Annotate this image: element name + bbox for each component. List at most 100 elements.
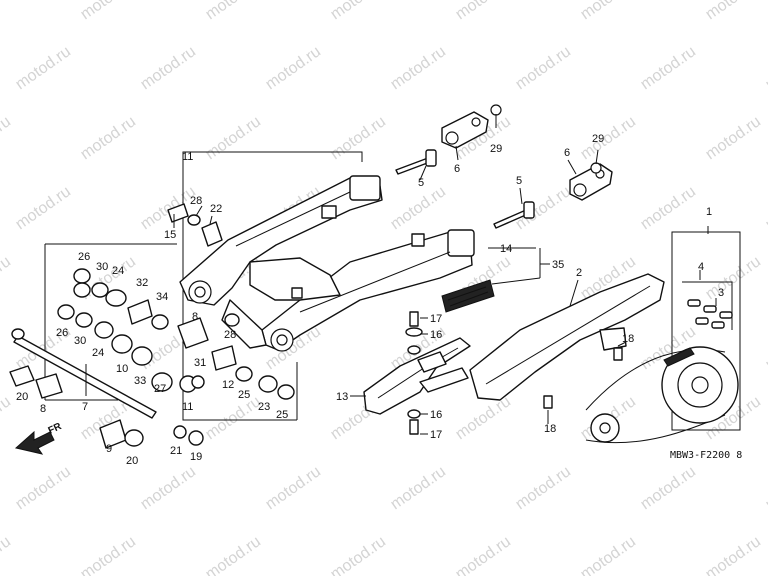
watermark-text: motod.ru — [0, 113, 14, 163]
watermark-text: motod.ru — [763, 43, 768, 93]
callout-18b: 18 — [544, 423, 556, 435]
callout-26b: 26 — [56, 327, 68, 339]
callout-numbers: 1 2 3 4 5 5 6 6 7 8 8 9 10 11 11 12 13 1… — [16, 133, 724, 467]
callout-35: 35 — [552, 259, 564, 271]
watermark-text: motod.ru — [578, 0, 639, 23]
watermark-text: motod.ru — [763, 463, 768, 513]
callout-32: 32 — [136, 277, 148, 289]
callout-30a: 30 — [96, 261, 108, 273]
callout-29a: 29 — [490, 143, 502, 155]
watermark-text: motod.ru — [703, 253, 764, 303]
bolts-and-nuts — [405, 311, 623, 435]
callout-25b: 25 — [276, 409, 288, 421]
watermark-text: motod.ru — [763, 183, 768, 233]
callout-28a: 28 — [190, 195, 202, 207]
watermark-text: motod.ru — [203, 0, 264, 23]
callout-5b: 5 — [516, 175, 522, 187]
callout-7: 7 — [82, 401, 88, 413]
watermark-text: motod.ru — [513, 183, 574, 233]
pivot-bearings — [57, 203, 295, 400]
watermark-text: motod.ru — [0, 393, 14, 443]
watermark-text: motod.ru — [13, 43, 74, 93]
swingarm — [179, 175, 475, 352]
callout-12: 12 — [222, 379, 234, 391]
watermark-text: motod.ru — [263, 463, 324, 513]
callout-6b: 6 — [564, 147, 570, 159]
watermark-text: motod.ru — [328, 113, 389, 163]
callout-13: 13 — [336, 391, 348, 403]
callout-16a: 16 — [430, 329, 442, 341]
chain-slider — [363, 337, 471, 415]
callout-6a: 6 — [454, 163, 460, 175]
watermark-text: motod.ru — [0, 0, 14, 23]
watermark-text: motod.ru — [388, 183, 449, 233]
watermark-text: motod.ru — [203, 533, 264, 576]
callout-4: 4 — [698, 261, 704, 273]
watermark-text: motod.ru — [328, 533, 389, 576]
callout-20b: 20 — [126, 455, 138, 467]
callout-31: 31 — [194, 357, 206, 369]
drawing-code: MBW3-F2200 8 — [670, 450, 742, 461]
chain-case — [469, 273, 665, 401]
watermark-text: motod.ru — [763, 323, 768, 373]
watermark-text: motod.ru — [138, 43, 199, 93]
watermark-text: motod.ru — [203, 113, 264, 163]
callout-22: 22 — [210, 203, 222, 215]
watermark-text: motod.ru — [388, 463, 449, 513]
callout-11b: 11 — [182, 151, 193, 163]
callout-34: 34 — [156, 291, 168, 303]
callout-17a: 17 — [430, 313, 442, 325]
callout-leaders — [85, 114, 717, 435]
callout-8b: 8 — [192, 311, 198, 323]
decal — [441, 279, 495, 313]
front-direction-arrow: FR — [14, 421, 64, 455]
drive-sprocket-chain — [585, 299, 739, 444]
watermark-text: motod.ru — [638, 183, 699, 233]
watermark-text: motod.ru — [0, 253, 14, 303]
watermark-text: motod.ru — [513, 463, 574, 513]
watermark-text: motod.ru — [578, 113, 639, 163]
watermark-text: motod.ru — [203, 393, 264, 443]
callout-17b: 17 — [430, 429, 442, 441]
watermark-text: motod.ru — [138, 463, 199, 513]
watermark-text: motod.ru — [453, 393, 514, 443]
callout-10: 10 — [116, 363, 128, 375]
watermark-text: motod.ru — [78, 113, 139, 163]
watermark-text: motod.ru — [578, 533, 639, 576]
callout-8a: 8 — [40, 403, 46, 415]
chain-adjusters — [395, 104, 613, 229]
watermark-text: motod.ru — [13, 463, 74, 513]
watermark-text: motod.ru — [138, 183, 199, 233]
group-brackets — [44, 151, 741, 431]
callout-23: 23 — [258, 401, 270, 413]
callout-1: 1 — [706, 206, 712, 218]
watermark-text: motod.ru — [78, 533, 139, 576]
watermark-text: motod.ru — [13, 183, 74, 233]
pivot-bolt — [9, 328, 204, 449]
watermark-text: motod.ru — [638, 463, 699, 513]
callout-5a: 5 — [418, 177, 424, 189]
callout-29b: 29 — [592, 133, 604, 145]
callout-16b: 16 — [430, 409, 442, 421]
callout-14: 14 — [500, 243, 512, 255]
watermark-text: motod.ru — [703, 533, 764, 576]
callout-19: 19 — [190, 451, 202, 463]
callout-26a: 26 — [78, 251, 90, 263]
callout-30b: 30 — [74, 335, 86, 347]
watermark-text: motod.ru — [388, 43, 449, 93]
callout-28b: 28 — [224, 329, 236, 341]
callout-24b: 24 — [92, 347, 104, 359]
callout-27: 27 — [154, 383, 166, 395]
watermark-text: motod.ru — [703, 0, 764, 23]
callout-9: 9 — [106, 443, 112, 455]
watermark-text: motod.ru — [703, 113, 764, 163]
callout-25a: 25 — [238, 389, 250, 401]
callout-21: 21 — [170, 445, 182, 457]
callout-2: 2 — [576, 267, 582, 279]
callout-20a: 20 — [16, 391, 28, 403]
watermark-text: motod.ru — [638, 43, 699, 93]
callout-11a: 11 — [182, 401, 193, 413]
watermark-text: motod.ru — [513, 43, 574, 93]
master-link — [687, 299, 733, 329]
